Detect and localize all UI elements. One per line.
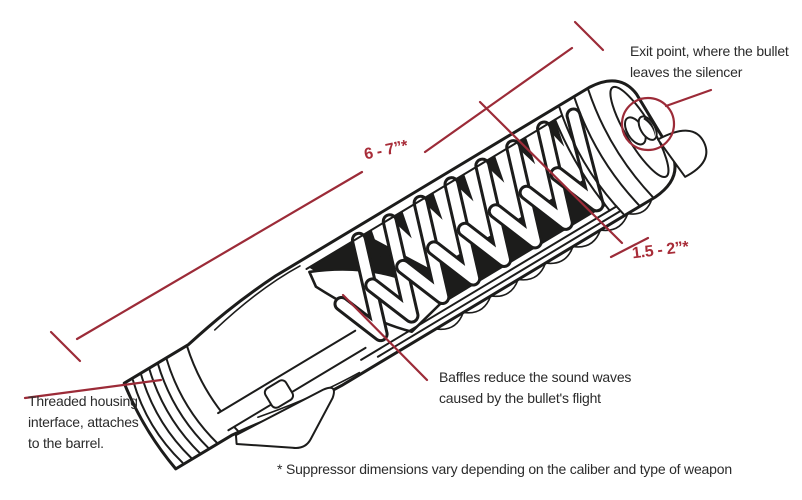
- threaded-housing-callout-line3: to the barrel.: [28, 435, 104, 451]
- baffles-callout-line2: caused by the bullet's flight: [439, 390, 601, 406]
- suppressor-body: [122, 79, 708, 471]
- footnote: * Suppressor dimensions vary depending o…: [277, 461, 732, 477]
- front-cone-bands: [558, 88, 655, 215]
- baffles-callout: Baffles reduce the sound waves caused by…: [439, 367, 631, 409]
- shell-contour-top: [213, 265, 301, 331]
- length-dim-line-upper: [423, 46, 574, 154]
- exit-point-circle: [620, 96, 676, 152]
- exit-point-callout-line1: Exit point, where the bullet: [630, 43, 789, 59]
- mount-flange: [234, 386, 335, 449]
- threaded-housing-callout-line1: Threaded housing: [28, 393, 138, 409]
- diameter-dim-line: [478, 100, 624, 245]
- lower-wall-line-2: [376, 210, 621, 358]
- length-dim-tick-lower: [49, 330, 82, 363]
- exit-point-callout-line2: leaves the silencer: [630, 64, 743, 80]
- bore-latch: [263, 379, 295, 409]
- diameter-label-dash: [609, 236, 650, 259]
- length-dim-line-lower: [75, 170, 364, 341]
- annotations: [23, 20, 713, 400]
- lower-wall-line-1: [360, 205, 618, 361]
- exit-point-leader: [664, 88, 713, 108]
- baffles-leader: [341, 293, 429, 382]
- exit-hole: [623, 115, 658, 146]
- bore-tube: [217, 329, 367, 432]
- exit-point-callout: Exit point, where the bullet leaves the …: [630, 41, 789, 83]
- threaded-housing-callout-line2: interface, attaches: [28, 414, 139, 430]
- threaded-housing-leader: [23, 378, 163, 400]
- length-dim-tick-upper: [573, 20, 605, 52]
- threaded-housing-callout: Threaded housing interface, attaches to …: [28, 391, 139, 454]
- thread-rings: [131, 344, 240, 464]
- baffles-callout-line1: Baffles reduce the sound waves: [439, 369, 632, 385]
- rib-scallops: [435, 198, 653, 331]
- end-cap-lip: [656, 129, 708, 178]
- chamber-front-wall: [554, 118, 611, 212]
